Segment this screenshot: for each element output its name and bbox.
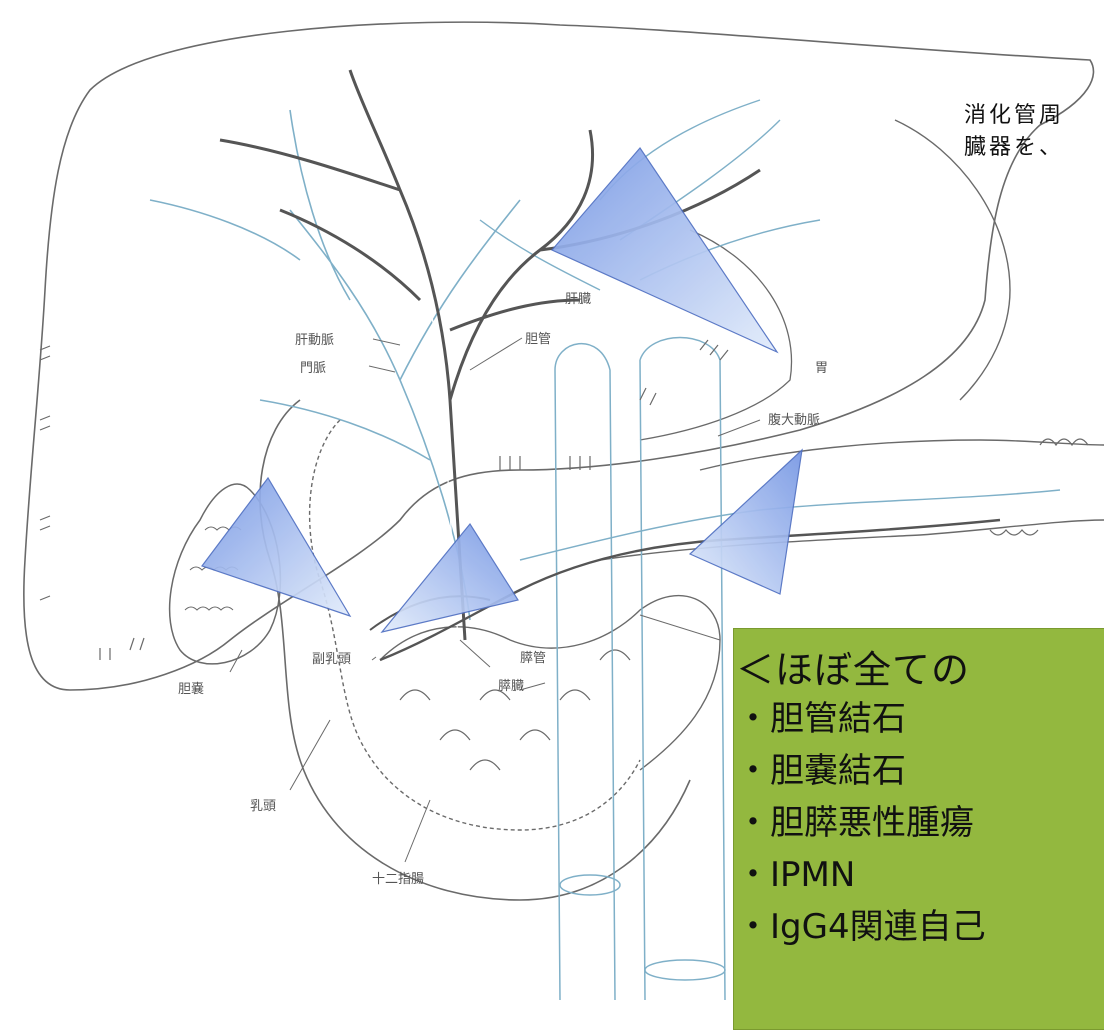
disease-list: ・胆管結石 ・胆嚢結石 ・胆膵悪性腫瘍 ・IPMN ・IgG4関連自己 <box>736 693 986 953</box>
liver-outline <box>23 21 1095 691</box>
pancreas-tail-outline <box>599 439 1104 561</box>
pancreatic-duct <box>379 518 1001 662</box>
label-stomach: 胃 <box>815 361 828 376</box>
label-aorta: 腹大動脈 <box>768 412 820 428</box>
label-pancreas: 膵臓 <box>498 679 524 694</box>
gallbladder-outline <box>168 483 282 665</box>
pancreas-tail-bumps <box>989 438 1089 536</box>
disease-list-heading: ＜ほぼ全ての <box>736 648 971 692</box>
disease-list-item: ・IgG4関連自己 <box>736 907 986 947</box>
duodenum-outline <box>259 399 691 901</box>
bile-duct-tree <box>219 69 761 641</box>
disease-list-item: ・胆膵悪性腫瘍 <box>736 803 974 843</box>
label-gallbladder: 胆嚢 <box>178 681 204 697</box>
liver-inner-edge <box>639 229 793 441</box>
label-papilla: 乳頭 <box>250 799 276 814</box>
disease-list-item: ・胆管結石 <box>736 699 906 739</box>
vena-cava-opening <box>644 959 726 981</box>
label-duodenum: 十二指腸 <box>372 872 424 887</box>
pointer-triangle-papilla <box>380 522 519 633</box>
mucosal-folds <box>39 339 729 660</box>
disease-list-box: ＜ほぼ全ての ・胆管結石 ・胆嚢結石 ・胆膵悪性腫瘍 ・IPMN ・IgG4関連… <box>733 628 1104 1030</box>
label-portal-vein: 門脈 <box>300 361 326 376</box>
intro-line-1: 消化管周 <box>964 103 1065 128</box>
label-liver: 肝臓 <box>565 292 591 307</box>
label-hepatic-artery: 肝動脈 <box>295 333 334 348</box>
aorta-opening <box>559 874 621 896</box>
label-leaders <box>229 337 761 863</box>
pancreas-head-outline <box>379 594 721 771</box>
pointer-triangle-pancreas <box>688 448 803 595</box>
label-pancreatic-duct: 膵管 <box>520 651 546 666</box>
label-bile-duct: 胆管 <box>525 332 551 347</box>
disease-list-item: ・胆嚢結石 <box>736 751 906 791</box>
portal-vein <box>149 109 521 621</box>
duodenum-inner <box>308 419 641 831</box>
pointer-triangle-gallbladder <box>201 476 352 618</box>
label-minor-papilla: 副乳頭 <box>312 652 351 667</box>
pointer-triangle-liver <box>551 147 779 354</box>
aorta-tube <box>554 342 616 1000</box>
intro-line-2: 臓器を、 <box>964 135 1065 160</box>
hepatic-veins <box>479 99 821 291</box>
anatomy-diagram: 肝臓 肝動脈 門脈 胆管 胃 腹大動脈 副乳頭 膵管 膵臓 胆嚢 乳頭 十二指腸 <box>23 21 1104 1000</box>
pancreas-lobules <box>399 649 631 771</box>
intro-text: 消化管周 臓器を、 <box>964 100 1064 164</box>
liver-fold <box>894 119 1011 401</box>
vena-cava-tube <box>639 336 726 1000</box>
disease-list-item: ・IPMN <box>736 855 856 895</box>
